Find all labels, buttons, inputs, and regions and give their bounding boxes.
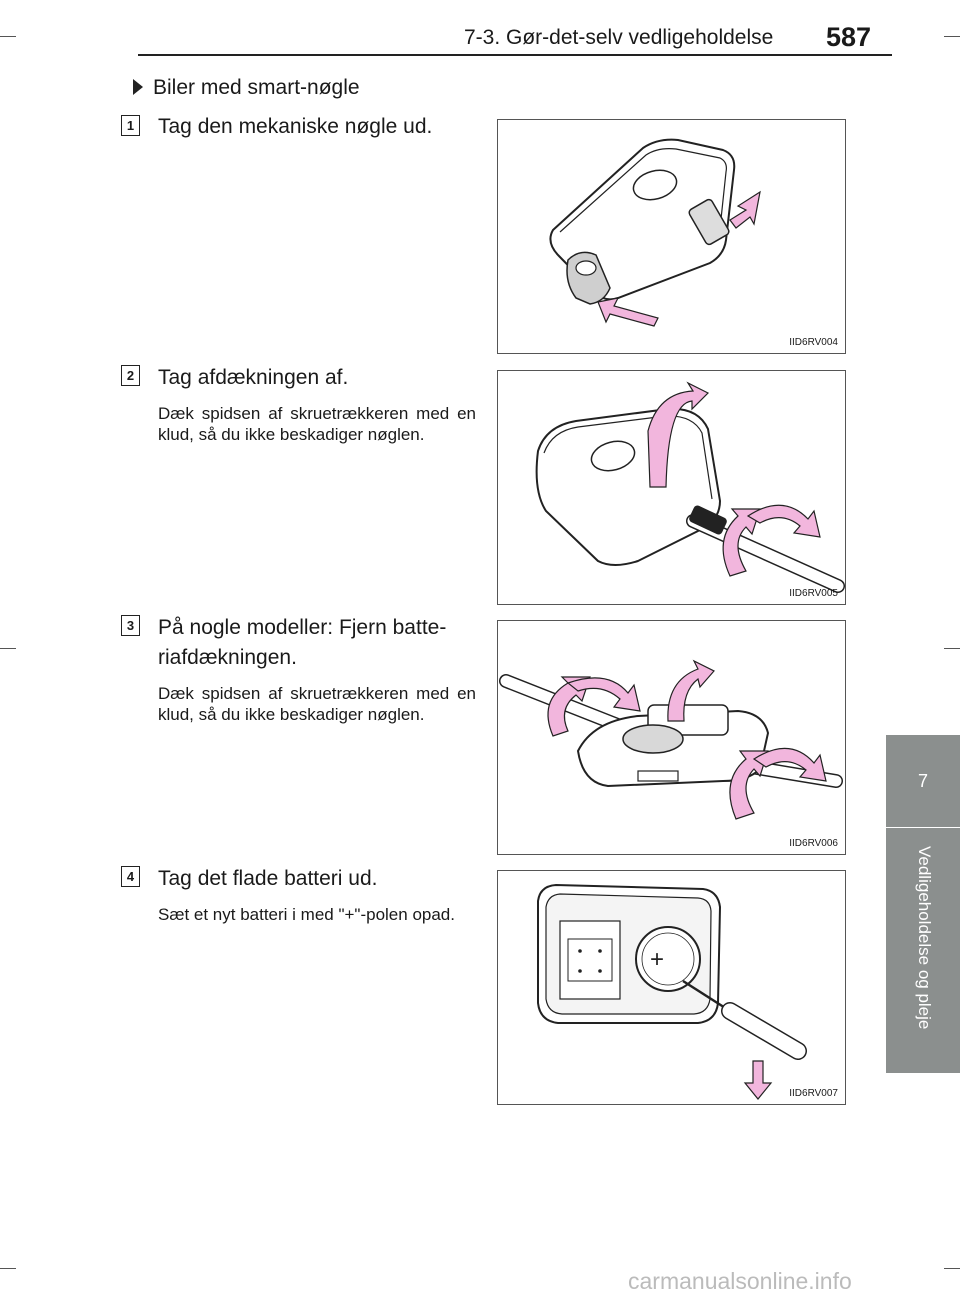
crop-mark xyxy=(944,648,960,649)
figure-remove-battery-cover: IID6RV006 xyxy=(497,620,846,855)
header-section-title: 7-3. Gør-det-selv vedligeholdelse xyxy=(464,26,774,49)
figure-code: IID6RV006 xyxy=(789,838,838,849)
crop-mark xyxy=(0,1268,16,1269)
key-removal-illustration xyxy=(549,138,761,327)
step-number-1: 1 xyxy=(121,115,140,136)
chapter-title: Vedligeholdelse og pleje xyxy=(915,846,934,1030)
step-2-description: Dæk spidsen af skruetrækkeren med en klu… xyxy=(158,404,476,444)
chapter-number: 7 xyxy=(917,771,928,791)
chapter-tab: 7 xyxy=(886,735,960,827)
battery-plus-label: + xyxy=(650,946,664,973)
figure-remove-cover: IID6RV005 xyxy=(497,370,846,605)
figure-code: IID6RV007 xyxy=(789,1088,838,1099)
section-heading: Biler med smart-nøgle xyxy=(133,76,360,100)
triangle-bullet-icon xyxy=(133,79,143,95)
figure-code: IID6RV004 xyxy=(789,337,838,348)
cover-removal-illustration xyxy=(535,381,845,593)
step-3-description: Dæk spidsen af skruetrækkeren med en klu… xyxy=(158,684,476,724)
step-4-title: Tag det flade batteri ud. xyxy=(158,867,378,890)
step-number-3: 3 xyxy=(121,615,140,636)
figure-remove-mechanical-key: IID6RV004 xyxy=(497,119,846,354)
page-number: 587 xyxy=(826,22,872,52)
step-1-title: Tag den mekaniske nøgle ud. xyxy=(158,115,433,138)
crop-mark xyxy=(0,648,16,649)
step-number-4: 4 xyxy=(121,866,140,887)
step-2-title: Tag afdækningen af. xyxy=(158,366,349,389)
section-heading-text: Biler med smart-nøgle xyxy=(153,76,360,99)
crop-mark xyxy=(944,36,960,37)
figure-code: IID6RV005 xyxy=(789,588,838,599)
step-4-description: Sæt et nyt batteri i med "+"-polen opad. xyxy=(158,905,455,924)
step-number-2: 2 xyxy=(121,365,140,386)
header-rule xyxy=(138,54,892,56)
crop-mark xyxy=(0,36,16,37)
battery-cover-removal-illustration xyxy=(499,659,843,820)
watermark: carmanualsonline.info xyxy=(628,1268,852,1294)
crop-mark xyxy=(944,1268,960,1269)
chapter-title-tab: Vedligeholdelse og pleje xyxy=(886,828,960,1073)
figure-remove-flat-battery: + IID6RV007 xyxy=(497,870,846,1105)
battery-removal-illustration: + xyxy=(537,883,807,1100)
step-3-title-line-2: riafdækningen. xyxy=(158,646,297,669)
step-3-title: På nogle modeller: Fjern batte- xyxy=(158,616,447,639)
